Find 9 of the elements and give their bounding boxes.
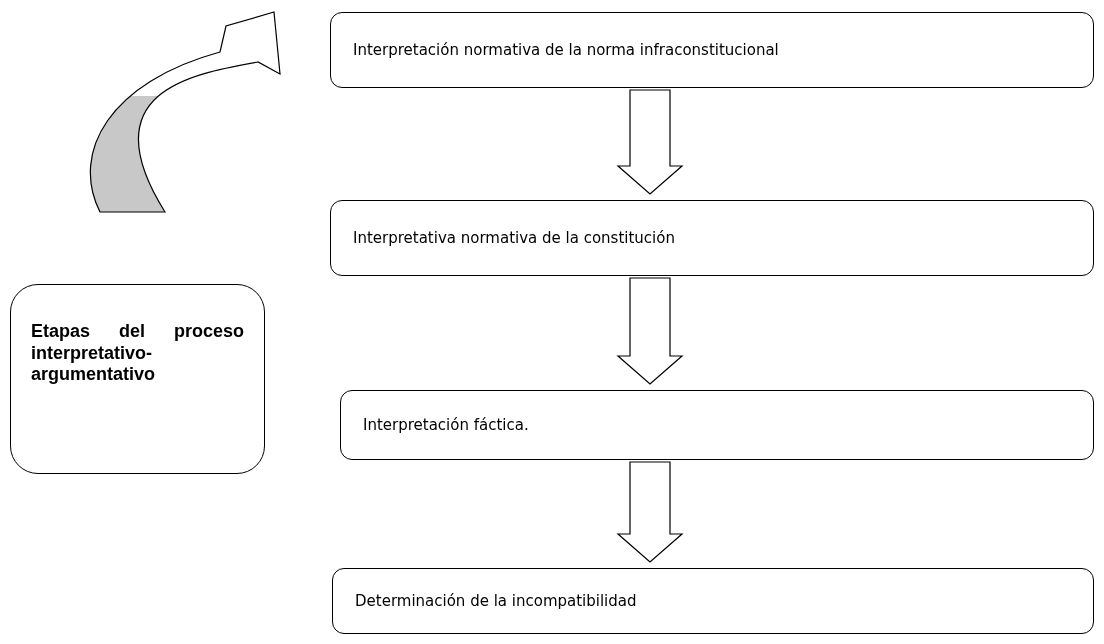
title-box: Etapas del proceso interpretativo-argumentativo xyxy=(10,284,265,474)
block-arrow xyxy=(616,461,684,563)
stage-box: Interpretación fáctica. xyxy=(340,390,1094,460)
stage-box: Interpretación normativa de la norma infraconstitucional xyxy=(330,12,1094,88)
block-arrow xyxy=(616,89,684,195)
stage-box: Determinación de la incompatibilidad xyxy=(332,568,1094,634)
block-arrow xyxy=(616,277,684,385)
curved-block-arrow xyxy=(90,11,281,213)
stage-box: Interpretativa normativa de la constitución xyxy=(330,200,1094,276)
